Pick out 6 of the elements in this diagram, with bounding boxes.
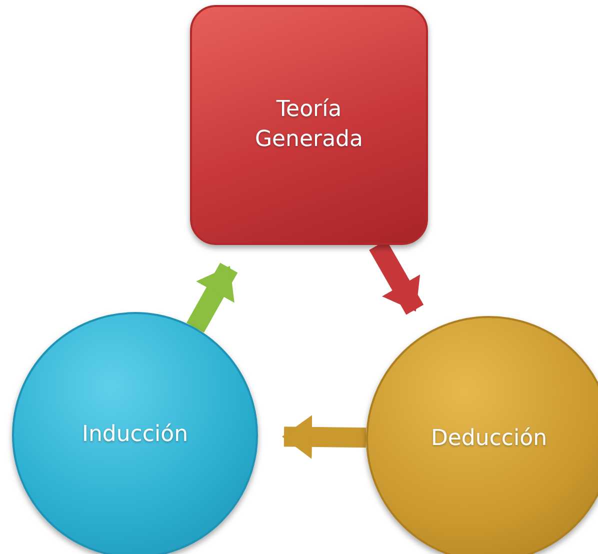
node-label: Teoría Generada — [254, 96, 364, 154]
node-label: Inducción — [82, 421, 188, 450]
block-arrow — [282, 415, 366, 459]
node-label: Deducción — [430, 425, 548, 454]
block-arrow — [186, 262, 238, 333]
rounded-square-node — [190, 5, 428, 245]
